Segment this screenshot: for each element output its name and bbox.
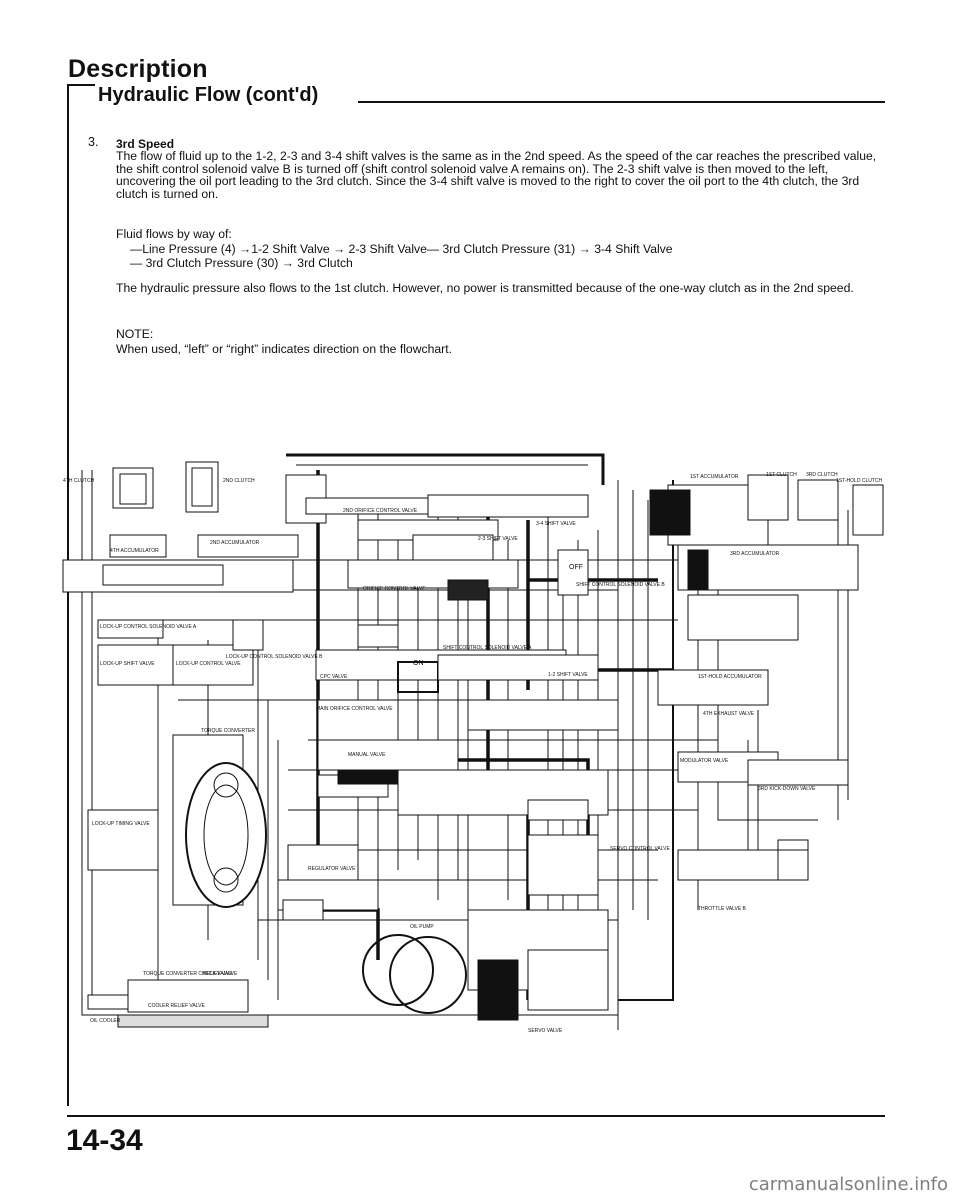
label-shift-control-a: SHIFT CONTROL SOLENOID VALVE A — [443, 645, 532, 651]
fluid-flows-label: Fluid flows by way of: — [116, 227, 232, 241]
flow-line-2: — 3rd Clutch Pressure (30) → 3rd Clutch — [130, 256, 353, 270]
step-number: 3. — [88, 135, 99, 149]
label-manual-valve: MANUAL VALVE — [348, 752, 386, 758]
bottom-rule — [67, 1115, 885, 1117]
label-1st-accumulator: 1ST ACCUMULATOR — [690, 474, 739, 480]
label-orifice-control: ORIFICE CONTROL VALVE — [363, 586, 426, 592]
label-lockup-control: LOCK-UP CONTROL VALVE — [176, 661, 241, 667]
label-servo-valve: SERVO VALVE — [528, 1028, 563, 1034]
label-4th-accumulator: 4TH ACCUMULATOR — [110, 548, 159, 554]
label-throttle-b: THROTTLE VALVE B — [698, 906, 747, 912]
label-lockup-shift: LOCK-UP SHIFT VALVE — [100, 661, 155, 667]
label-off: OFF — [569, 564, 583, 571]
note-text: When used, “left” or “right” indicates d… — [116, 342, 452, 356]
label-kickdown: 3RD KICK-DOWN VALVE — [758, 786, 816, 792]
label-2-3-shift: 2-3 SHIFT VALVE — [478, 536, 518, 542]
page-number: 14-34 — [66, 1124, 143, 1157]
label-1-2-shift: 1-2 SHIFT VALVE — [548, 672, 588, 678]
label-4th-exhaust: 4TH EXHAUST VALVE — [703, 711, 755, 717]
label-regulator: REGULATOR VALVE — [308, 866, 356, 872]
label-cpc-valve: CPC VALVE — [320, 674, 348, 680]
step-heading: 3rd Speed — [116, 137, 175, 151]
label-2nd-orifice: 2ND ORIFICE CONTROL VALVE — [343, 508, 418, 514]
label-oil-cooler: OIL COOLER — [90, 1018, 121, 1024]
section-bracket — [67, 84, 95, 1106]
flow-line-1: —Line Pressure (4) →1-2 Shift Valve → 2-… — [130, 242, 673, 256]
label-3rd-accumulator: 3RD ACCUMULATOR — [730, 551, 780, 557]
hydraulic-flowchart: 4TH CLUTCH 2ND CLUTCH 1ST ACCUMULATOR 1S… — [62, 453, 884, 1034]
label-1st-hold-accumulator: 1ST-HOLD ACCUMULATOR — [698, 674, 762, 680]
label-lockup-control-b: LOCK-UP CONTROL SOLENOID VALVE B — [226, 654, 323, 660]
label-1st-clutch: 1ST CLUTCH — [766, 472, 797, 478]
page-title: Description — [68, 55, 208, 83]
label-1st-hold-clutch: 1ST-HOLD CLUTCH — [836, 478, 883, 484]
label-tc-check: TORQUE CONVERTER CHECK VALVE — [143, 971, 233, 977]
label-2nd-accumulator: 2ND ACCUMULATOR — [210, 540, 260, 546]
watermark: carmanualsonline.info — [748, 1174, 948, 1195]
label-relief: RELIEF VALVE — [203, 971, 238, 977]
label-oil-pump: OIL PUMP — [410, 924, 434, 930]
label-torque-converter: TORQUE CONVERTER — [201, 728, 255, 734]
label-main-orifice: MAIN ORIFICE CONTROL VALVE — [316, 706, 393, 712]
label-4th-clutch: 4TH CLUTCH — [63, 478, 95, 484]
label-lockup-timing: LOCK-UP TIMING VALVE — [92, 821, 150, 827]
label-3rd-clutch: 3RD CLUTCH — [806, 472, 838, 478]
label-2nd-clutch: 2ND CLUTCH — [223, 478, 255, 484]
paragraph-2: The hydraulic pressure also flows to the… — [116, 281, 854, 295]
label-modulator: MODULATOR VALVE — [680, 758, 729, 764]
label-on: ON — [413, 660, 424, 667]
section-rule — [358, 101, 885, 103]
label-servo-control: SERVO CONTROL VALVE — [610, 846, 670, 852]
label-cooler-relief: COOLER RELIEF VALVE — [148, 1003, 205, 1009]
label-lockup-control-a: LOCK-UP CONTROL SOLENOID VALVE A — [100, 624, 197, 630]
label-3-4-shift: 3-4 SHIFT VALVE — [536, 521, 576, 527]
paragraph-1: The flow of fluid up to the 1-2, 2-3 and… — [116, 149, 877, 201]
note-label: NOTE: — [116, 327, 154, 341]
label-shift-control-b: SHIFT CONTROL SOLENOID VALVE B — [576, 582, 665, 588]
section-title: Hydraulic Flow (cont'd) — [98, 84, 319, 106]
